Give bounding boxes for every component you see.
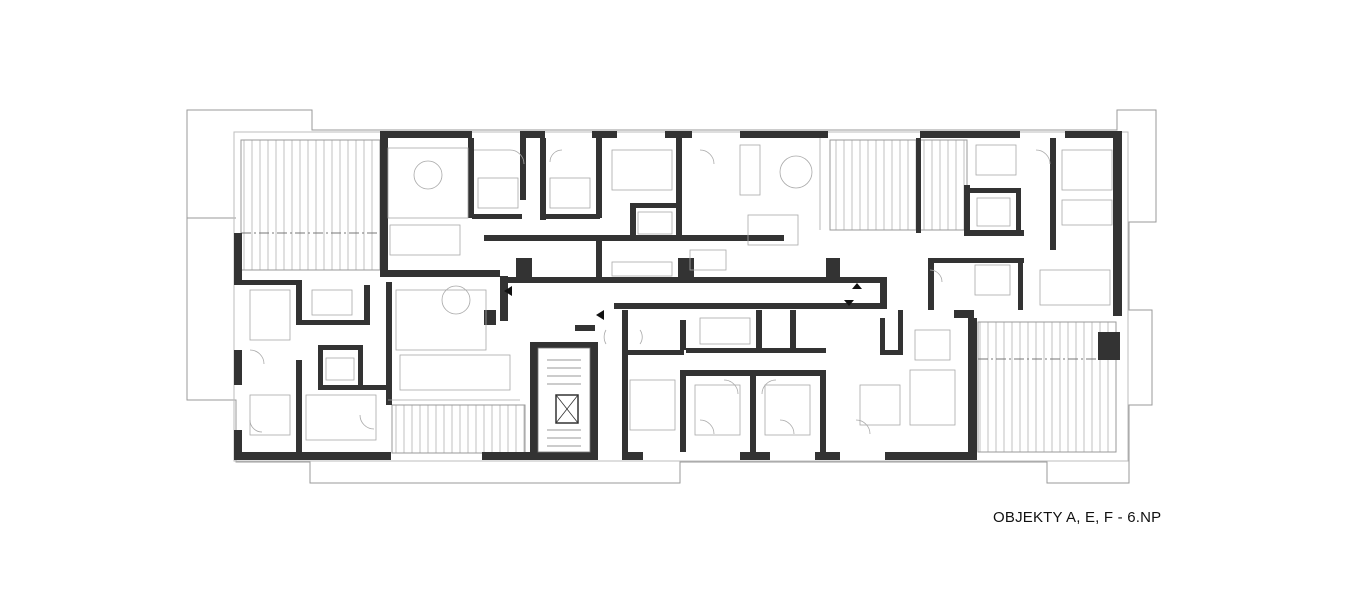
entrance-marker-4: [844, 300, 854, 306]
entrance-marker-1: [504, 286, 512, 296]
entrance-markers: [504, 283, 862, 320]
interior-lines: [249, 138, 1113, 441]
balcony-se: [977, 321, 1117, 453]
outer-terrace-outline: [186, 109, 1157, 484]
entrance-marker-2: [596, 310, 604, 320]
balcony-nw: [240, 139, 381, 271]
walls: [234, 131, 1122, 460]
balcony-north-east: [919, 139, 968, 231]
door-swings: [249, 149, 1051, 435]
entrance-marker-3: [852, 283, 862, 289]
balcony-south: [391, 404, 526, 454]
balconies: [240, 139, 1117, 454]
balcony-north-center: [829, 139, 918, 231]
drawing-title-label: OBJEKTY A, E, F - 6.NP: [993, 509, 1162, 526]
stair-core: [537, 347, 591, 453]
